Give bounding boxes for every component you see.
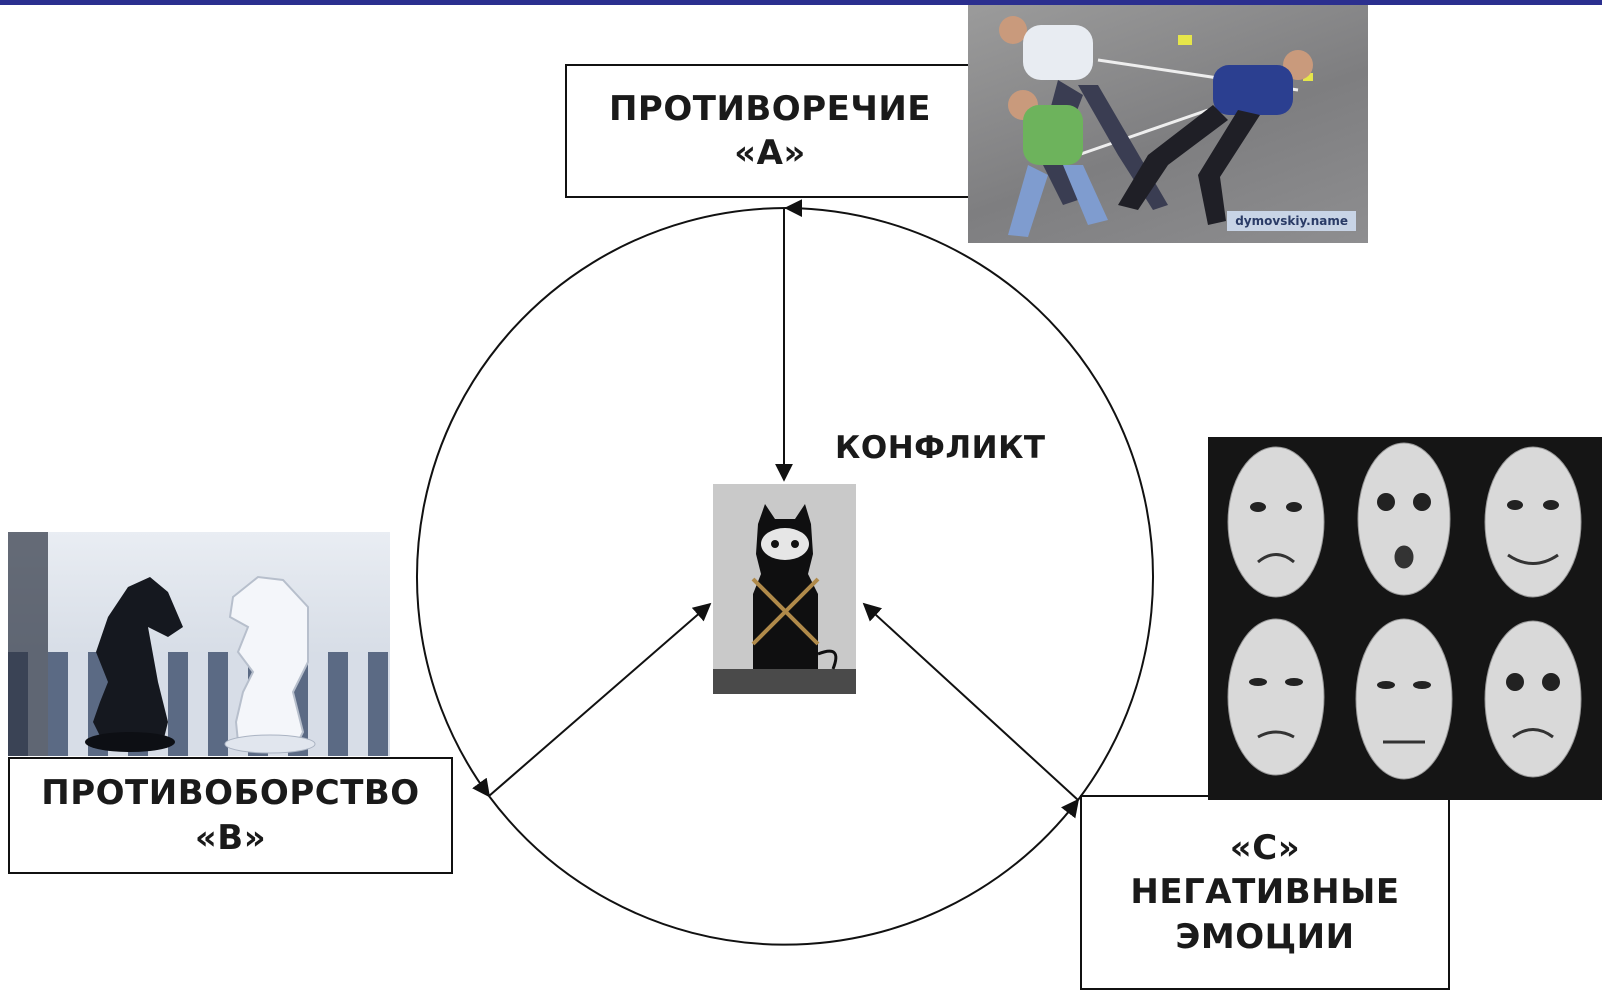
box-c-title-line1: НЕГАТИВНЫЕ bbox=[1130, 872, 1400, 913]
ninja-cat-picture bbox=[713, 484, 856, 694]
arrow-b-to-center bbox=[488, 602, 712, 797]
top-accent-bar bbox=[0, 0, 1602, 5]
chess-knights-photo bbox=[8, 532, 390, 756]
arc-left bbox=[416, 207, 787, 798]
box-b-title: ПРОТИВОБОРСТВО bbox=[41, 773, 420, 814]
arc-right bbox=[784, 199, 1154, 801]
arrow-c-to-center bbox=[862, 602, 1079, 801]
box-contradiction-a: ПРОТИВОРЕЧИЕ «А» bbox=[565, 64, 975, 198]
box-confrontation-b: ПРОТИВОБОРСТВО «В» bbox=[8, 757, 453, 874]
arc-bottom bbox=[488, 795, 1080, 946]
box-b-letter: «В» bbox=[194, 817, 267, 858]
center-label-conflict: КОНФЛИКТ bbox=[835, 430, 1046, 466]
box-negative-emotions-c: «С» НЕГАТИВНЫЕ ЭМОЦИИ bbox=[1080, 795, 1450, 990]
box-a-title: ПРОТИВОРЕЧИЕ bbox=[608, 88, 932, 129]
box-c-letter: «С» bbox=[1229, 828, 1301, 869]
tug-of-war-photo: dymovskiy.name bbox=[968, 5, 1368, 243]
box-c-title-line2: ЭМОЦИИ bbox=[1175, 916, 1355, 957]
photo-watermark: dymovskiy.name bbox=[1227, 211, 1356, 231]
box-a-letter: «А» bbox=[734, 133, 806, 173]
emotion-masks-photo bbox=[1208, 437, 1602, 800]
